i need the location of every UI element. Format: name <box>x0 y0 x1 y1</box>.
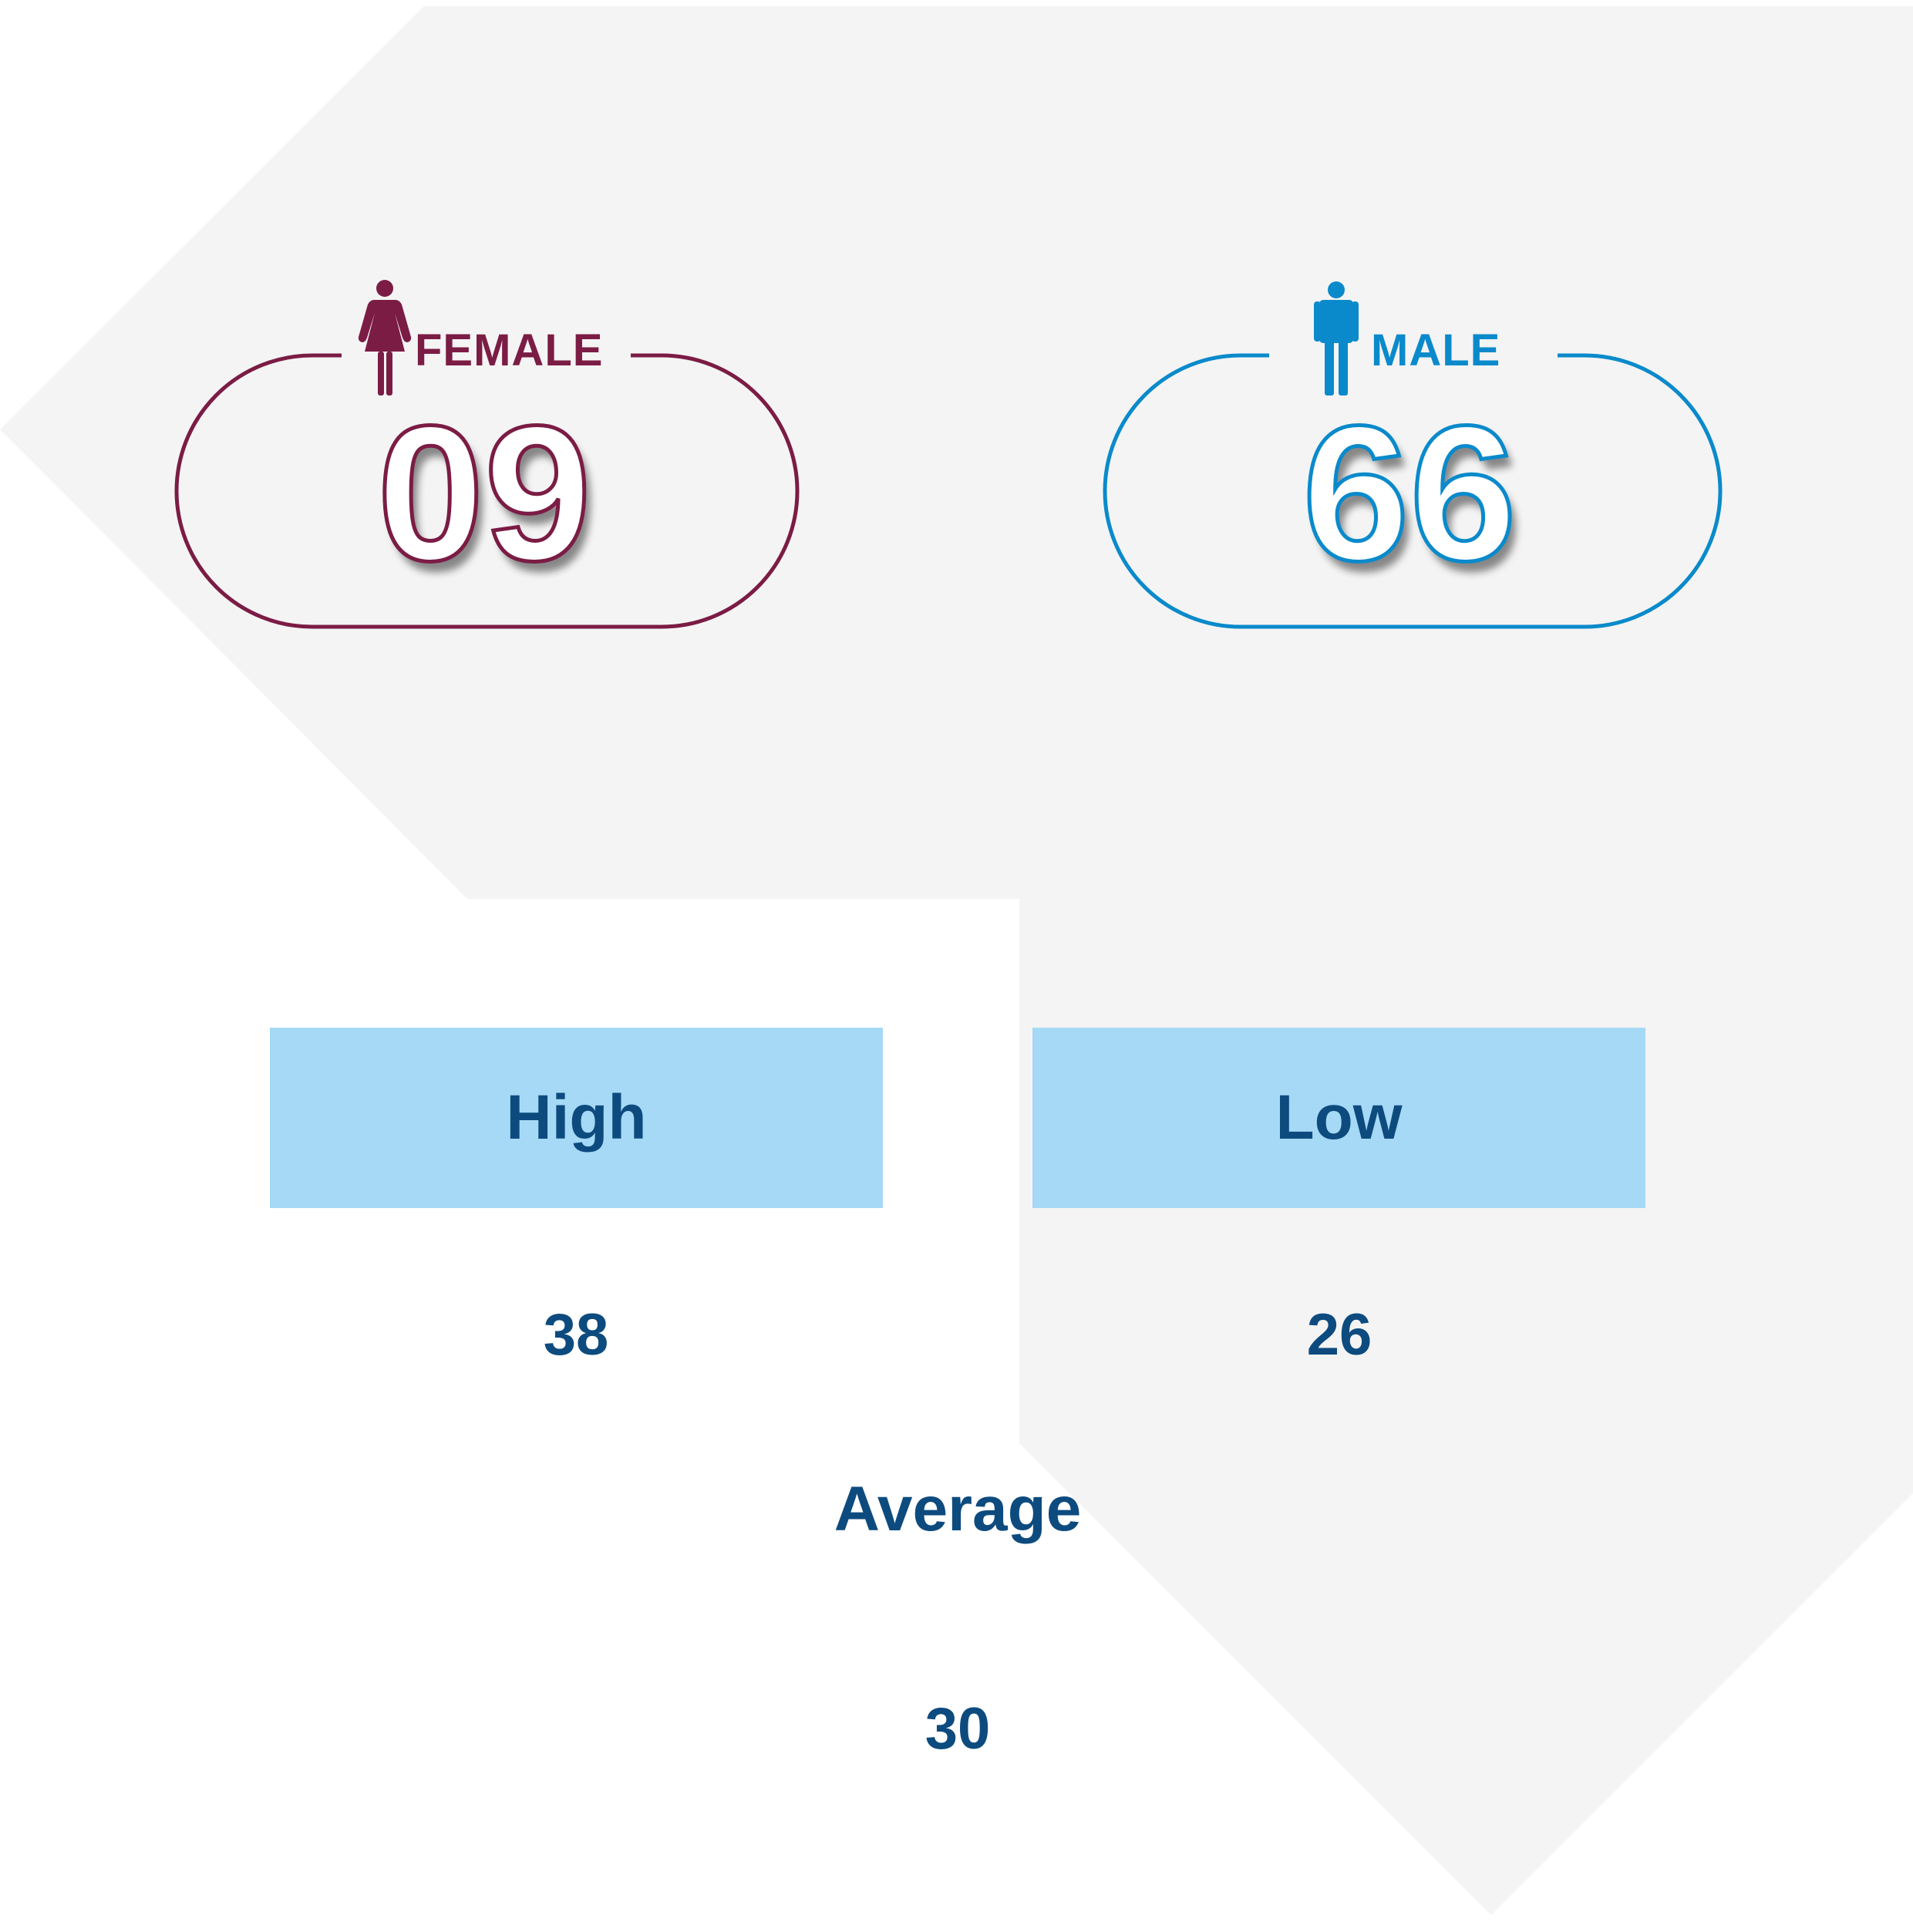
low-value: 26 <box>1306 1302 1372 1368</box>
male-label: MALE <box>1371 325 1501 375</box>
low-header-box: Low <box>1032 1028 1645 1208</box>
high-label: High <box>506 1082 647 1153</box>
male-person-icon <box>1314 281 1359 395</box>
average-label: Average <box>834 1474 1082 1544</box>
background-gray-shape <box>0 6 1913 1915</box>
low-label: Low <box>1275 1082 1403 1153</box>
female-person-icon <box>358 280 412 395</box>
high-value: 38 <box>543 1302 609 1368</box>
average-value: 30 <box>925 1696 991 1762</box>
female-count: 09 <box>375 385 593 601</box>
high-header-box: High <box>270 1028 883 1208</box>
female-label: FEMALE <box>415 325 604 375</box>
male-pill-outline <box>1103 353 1723 629</box>
female-pill-outline <box>174 353 800 629</box>
male-count: 66 <box>1300 385 1518 601</box>
